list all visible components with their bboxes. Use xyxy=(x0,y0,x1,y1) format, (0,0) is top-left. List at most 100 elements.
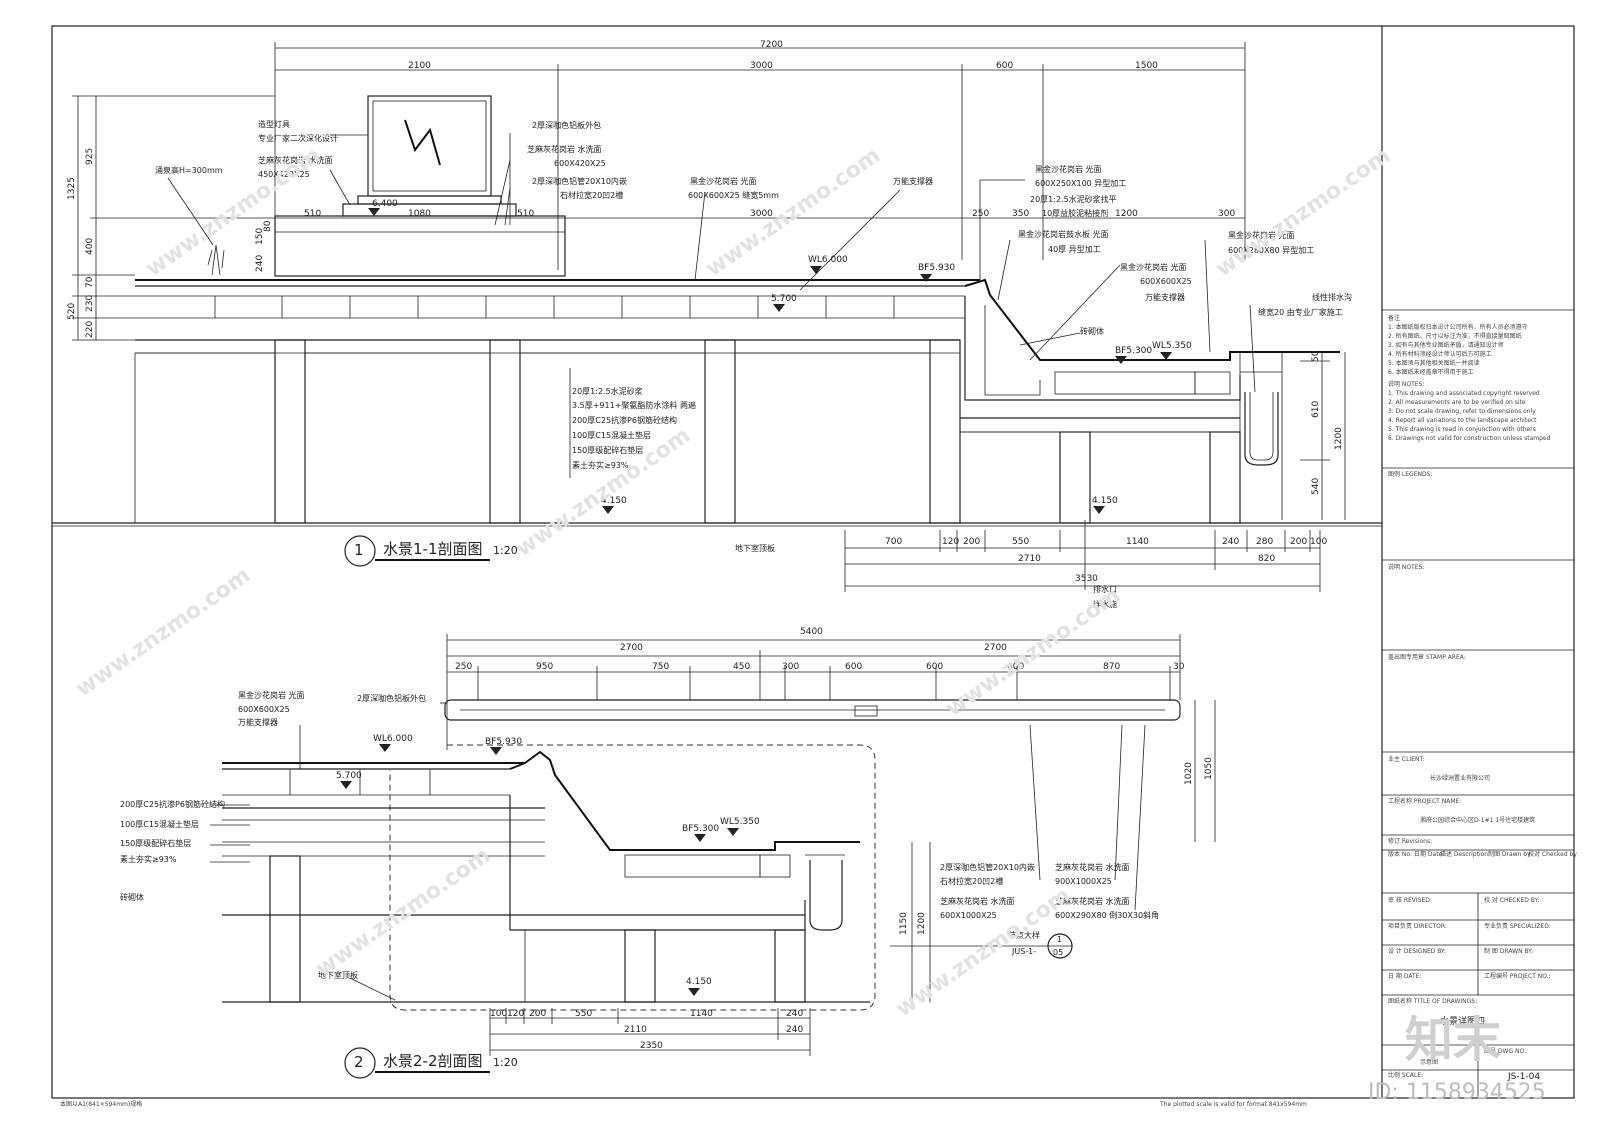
s2-detail-sheet: 05 xyxy=(1053,948,1064,957)
lbl-support2: 万能支撑器 xyxy=(1145,293,1185,302)
tb-notes-label: 说明 NOTES: xyxy=(1388,381,1425,388)
s2-dim-950: 950 xyxy=(536,662,554,672)
tb-projno: 工程编号 PROJECT NO.: xyxy=(1484,973,1551,980)
tb-scale-label: 比例 SCALE: xyxy=(1388,1072,1424,1079)
dim-70: 70 xyxy=(85,276,95,288)
s2-lbl-l4: 100厚C15混凝土垫层 xyxy=(120,820,200,829)
dim-50: 50 xyxy=(1311,350,1321,362)
lbl-coping1: 黑金沙花岗岩 光面 xyxy=(1035,165,1102,174)
lbl-stone-gap: 石材拉宽20凹2槽 xyxy=(560,191,624,200)
s2-bdim-1140: 1140 xyxy=(690,1009,713,1019)
s2-lbl-g2: 芝麻灰花岗岩 水洗面 xyxy=(1055,863,1130,872)
s2-dim-750: 750 xyxy=(652,662,670,672)
s2-dim-870: 870 xyxy=(1103,662,1121,672)
dim-540: 540 xyxy=(1311,477,1321,495)
lbl-granite2: 芝麻灰花岗岩 水洗面 xyxy=(527,145,602,154)
dim-250: 250 xyxy=(972,209,990,219)
s2-bdim-2350: 2350 xyxy=(640,1041,663,1051)
lbl-support: 万能支撑器 xyxy=(893,177,933,186)
bdim-820: 820 xyxy=(1258,554,1276,564)
lbl-layer3: 200厚C25抗渗P6钢筋砼结构 xyxy=(572,416,677,425)
s2-dim-450: 450 xyxy=(733,662,751,672)
s2-level-wl6000: WL6.000 xyxy=(373,734,413,744)
s2-lbl-black1: 黑金沙花岗岩 光面 xyxy=(238,691,305,700)
dim-2100: 2100 xyxy=(408,61,431,71)
lbl-lamp2: 专业厂家二次深化设计 xyxy=(258,134,338,143)
section1-scale: 1:20 xyxy=(493,544,518,557)
tb-note-en-5: 5. This drawing is read in conjunction w… xyxy=(1388,426,1536,433)
s2-lbl-l6: 素土夯实≥93% xyxy=(120,855,177,864)
tb-legend: 图例 LEGENDS: xyxy=(1388,471,1433,478)
section1-number: 1 xyxy=(354,541,364,559)
level-wl5350: WL5.350 xyxy=(1152,341,1192,351)
s2-bdim-550: 550 xyxy=(575,1009,593,1019)
lbl-coping1-size: 600X250X100 异型加工 xyxy=(1035,179,1127,188)
dim-230: 230 xyxy=(85,294,95,312)
tb-rev-col-1: 版本 No. xyxy=(1388,851,1412,858)
section1-title: 水景1-1剖面图 xyxy=(383,540,483,558)
watermark-id: ID: 1158934525 xyxy=(1368,1080,1546,1105)
s2-dim-2700b: 2700 xyxy=(984,643,1007,653)
s2-level-5700: 5.700 xyxy=(336,771,362,781)
s2-dim-30: 30 xyxy=(1173,662,1185,672)
s2-lbl-black1-size: 600X600X25 xyxy=(238,705,290,714)
lbl-outlet: 排水口 xyxy=(1093,585,1117,594)
dim-300: 300 xyxy=(1218,209,1236,219)
tb-title: 水景详图四 xyxy=(1440,1017,1486,1027)
tb-rev-col-5: 校对 Checked by xyxy=(1528,851,1577,858)
s2-dim-600c: 600 xyxy=(1007,662,1025,672)
title-block xyxy=(1382,309,1574,1098)
level-bf5300: BF5.300 xyxy=(1115,346,1153,356)
s2-lbl-g1-size: 600X1000X25 xyxy=(940,911,997,920)
bdim-240: 240 xyxy=(1222,537,1240,547)
tb-note-2: 2. 所有图纸、尺寸以标注为准，不得直接量取图纸 xyxy=(1388,333,1522,340)
dim-350: 350 xyxy=(1012,209,1030,219)
tb-note-en-4: 4. Report all variations to the landscap… xyxy=(1388,417,1537,424)
s2-lbl-detail-ref: JUS-1- xyxy=(1012,947,1037,956)
lbl-layer6: 素土夯实≥93% xyxy=(572,461,629,470)
bdim-100: 100 xyxy=(1310,537,1328,547)
lbl-layer1: 20厚1:2.5水泥砂浆 xyxy=(572,387,643,396)
dim-80: 80 xyxy=(263,220,273,232)
dim-240: 240 xyxy=(255,254,265,272)
lbl-alu2: 2厚深咖色铝管20X10内嵌 xyxy=(532,177,627,186)
bdim-200b: 200 xyxy=(1290,537,1308,547)
s2-lbl-l3: 200厚C25抗渗P6钢筋砼结构 xyxy=(120,800,225,809)
level-4150b: 4.150 xyxy=(1092,496,1118,506)
tb-notes-head: 备注 xyxy=(1388,315,1401,322)
tb-note-en-1: 1. This drawing and associated copyright… xyxy=(1388,390,1540,397)
tb-drawn: 制 图 DRAWN BY: xyxy=(1484,948,1534,955)
lbl-granite1: 芝麻灰花岗岩 水洗面 xyxy=(258,156,333,165)
tb-checked: 校 对 CHECKED BY: xyxy=(1484,897,1540,904)
section2-number: 2 xyxy=(354,1053,364,1071)
dim-3000: 3000 xyxy=(750,61,773,71)
tb-footer1: 本图以A1(841×594mm)规格 xyxy=(60,1101,143,1108)
lbl-mortar: 20厚1:2.5水泥砂浆找平 xyxy=(1030,195,1117,204)
s2-lbl-g3-size: 600X290X80 倒30X30斜角 xyxy=(1055,911,1160,920)
bdim-1140: 1140 xyxy=(1126,537,1149,547)
tb-title-label: 图纸名称 TITLE OF DRAWINGS: xyxy=(1388,998,1478,1005)
tb-note-3: 3. 如有与其他专业图纸矛盾，请通知设计师 xyxy=(1388,342,1504,349)
tb-no: JS-1-04 xyxy=(1508,1072,1541,1082)
section-2-2 xyxy=(210,634,1216,1079)
level-4150a: 4.150 xyxy=(601,496,627,506)
level-5700: 5.700 xyxy=(771,294,797,304)
s2-lbl-detail: 节点大样 xyxy=(1008,931,1040,940)
tb-rev-col-3: 描述 Description xyxy=(1440,851,1489,858)
lbl-fountain: 涌泉高H=300mm xyxy=(155,166,223,175)
tb-project-label: 工程名称 PROJECT NAME: xyxy=(1388,798,1462,805)
s2-level-4150: 4.150 xyxy=(686,977,712,987)
dim-520: 520 xyxy=(67,302,77,320)
s2-lbl-alu-tube: 2厚深咖色铝管20X10内嵌 xyxy=(940,863,1035,872)
tb-date: 日 期 DATE: xyxy=(1388,973,1422,980)
dim-510b: 510 xyxy=(517,209,535,219)
tb-specialist: 专业负责 SPECIALIZED: xyxy=(1484,923,1551,930)
s2-bdim-200: 200 xyxy=(529,1009,547,1019)
s2-dim-300: 300 xyxy=(782,662,800,672)
lbl-inner: 黑金沙花岗岩 光面 xyxy=(1120,263,1187,272)
lbl-layer2: 3.5厚+911+聚氨酯防水涂料 两遍 xyxy=(572,401,696,410)
tb-note-5: 5. 本图须与其他相关图纸一并阅读 xyxy=(1388,360,1480,367)
dim-1200r: 1200 xyxy=(1334,427,1344,450)
s2-dim-1200: 1200 xyxy=(917,912,927,935)
s2-dim-600a: 600 xyxy=(845,662,863,672)
